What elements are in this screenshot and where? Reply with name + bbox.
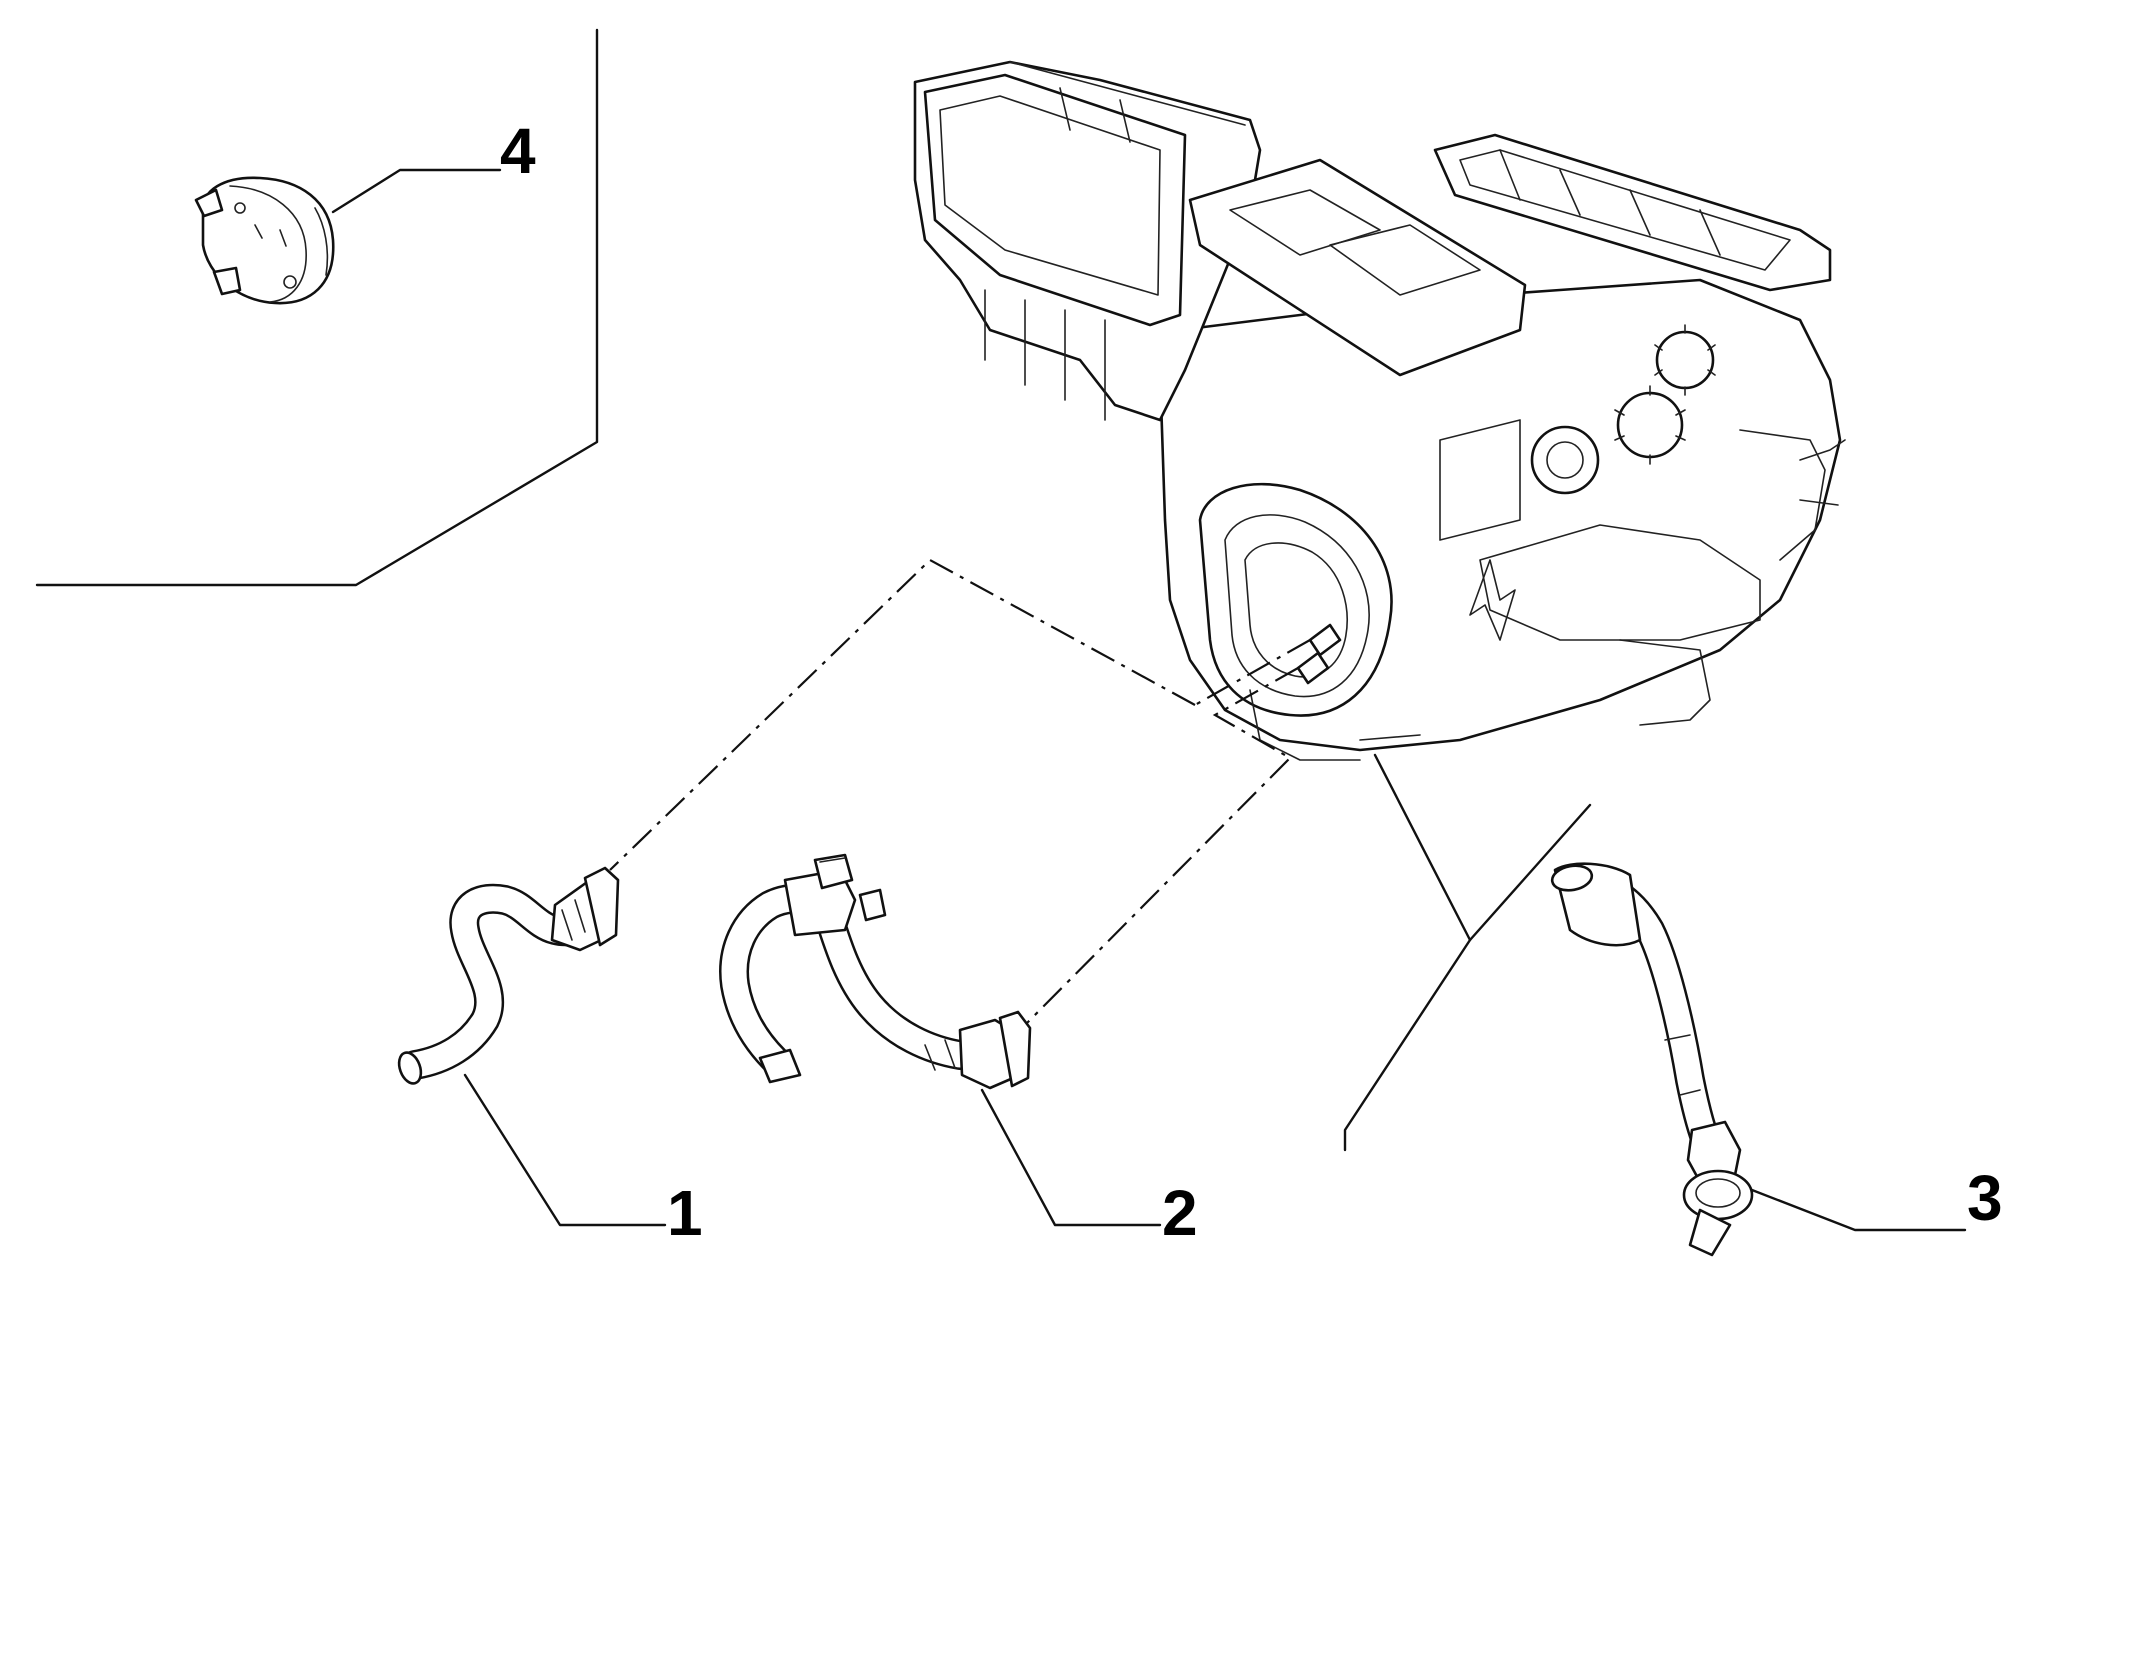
return-hose-part-3[interactable] — [1550, 862, 1754, 1257]
leader-line-2 — [980, 1088, 1162, 1227]
leader-line-3 — [1750, 1188, 1967, 1232]
leader-line-box — [1343, 753, 1592, 1152]
callout-label-1: 1 — [667, 1177, 703, 1249]
callout-label-2: 2 — [1162, 1177, 1198, 1249]
inset-frame — [35, 28, 599, 587]
heater-hose-part-2[interactable] — [719, 853, 1032, 1090]
callout-label-3: 3 — [1967, 1162, 2003, 1234]
callout-label-4: 4 — [500, 115, 536, 187]
heater-hose-part-1[interactable] — [395, 866, 620, 1086]
heater-box-assembly — [913, 60, 1846, 761]
leader-line-1 — [463, 1073, 667, 1227]
leader-line-4 — [331, 168, 502, 214]
assembly-dash-lines — [609, 558, 1311, 1026]
collar-ring-part-4[interactable] — [194, 176, 335, 305]
